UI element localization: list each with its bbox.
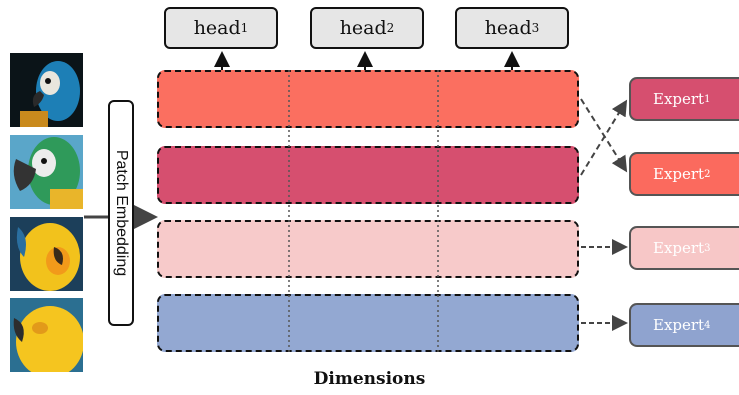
head-1-label: head (193, 17, 241, 39)
token-band-4 (157, 294, 579, 352)
expert-4-label: Expert (653, 316, 705, 334)
expert-2-label: Expert (653, 165, 705, 183)
expert-1-label: Expert (653, 90, 705, 108)
image-patch-3 (10, 217, 83, 291)
token-band-3 (157, 220, 579, 278)
expert-3-label: Expert (653, 239, 705, 257)
image-patch-4 (10, 298, 83, 372)
token-band-1 (157, 70, 579, 128)
head-3-sub: 3 (531, 21, 540, 35)
head-2-label: head (339, 17, 387, 39)
head-2-sub: 2 (386, 21, 395, 35)
image-patch-1 (10, 53, 83, 127)
route-band2-expert1 (580, 99, 628, 176)
token-band-2 (157, 146, 579, 204)
dimensions-label: Dimensions (313, 369, 426, 389)
patch-embedding-box: Patch Embedding (108, 100, 134, 326)
expert-3-sub: 3 (704, 242, 711, 254)
image-patch-2 (10, 135, 83, 209)
head-1-sub: 1 (240, 21, 249, 35)
expert-2-sub: 2 (704, 168, 711, 180)
patch-embedding-label: Patch Embedding (113, 149, 130, 277)
head-3-label: head (484, 17, 532, 39)
expert-4-sub: 4 (704, 319, 711, 331)
route-band1-expert2 (580, 98, 628, 173)
expert-1-sub: 1 (704, 93, 711, 105)
